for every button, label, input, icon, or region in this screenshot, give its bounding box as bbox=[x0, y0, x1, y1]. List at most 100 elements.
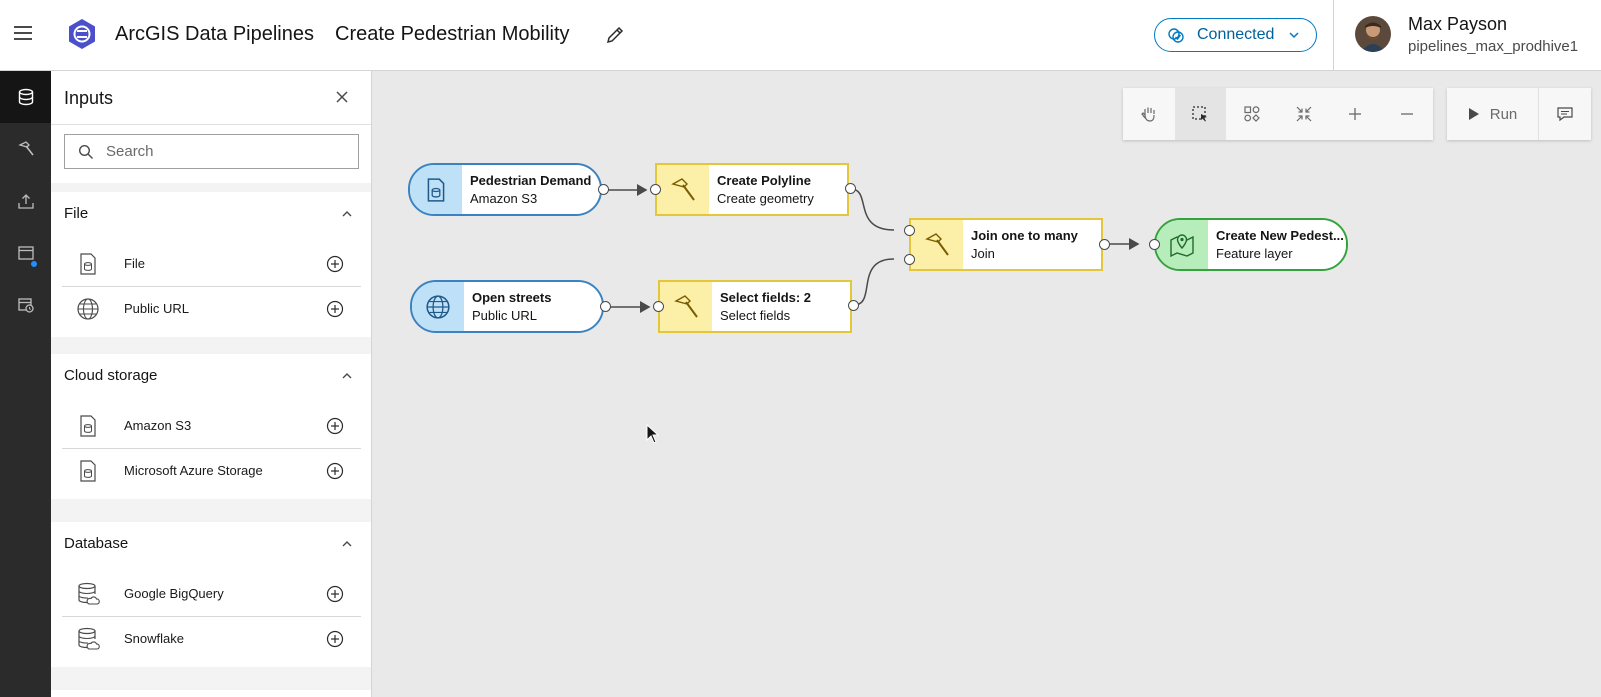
section-cloud-storage-header[interactable]: Cloud storage bbox=[51, 354, 371, 399]
section-database-header[interactable]: Database bbox=[51, 522, 371, 567]
list-item-azure-storage[interactable]: Microsoft Azure Storage bbox=[62, 449, 361, 494]
list-item-label: File bbox=[124, 256, 145, 271]
close-icon[interactable] bbox=[334, 89, 350, 105]
section-title: Database bbox=[64, 535, 129, 552]
section-file-header[interactable]: File bbox=[51, 192, 371, 237]
search-input[interactable] bbox=[106, 143, 346, 160]
app-header: ArcGIS Data Pipelines Create Pedestrian … bbox=[0, 0, 1601, 71]
section-cloud-storage: Cloud storage Amazon S3 Microsoft Azure … bbox=[51, 354, 371, 499]
add-circle-icon[interactable] bbox=[326, 300, 344, 318]
fit-to-view-button[interactable] bbox=[1278, 88, 1330, 140]
section-file: File File Public URL bbox=[51, 192, 371, 337]
section-more bbox=[51, 690, 371, 697]
node-title: Create Polyline bbox=[717, 173, 811, 188]
input-port[interactable] bbox=[1149, 239, 1160, 250]
node-create-polyline[interactable]: Create Polyline Create geometry bbox=[655, 163, 849, 216]
pan-tool-button[interactable] bbox=[1123, 88, 1175, 140]
pipeline-title: Create Pedestrian Mobility bbox=[335, 23, 570, 45]
link-select-to-join bbox=[853, 258, 895, 306]
node-text: Select fields: 2 Select fields bbox=[712, 282, 850, 331]
upload-icon bbox=[17, 194, 34, 209]
side-rail bbox=[0, 71, 51, 697]
select-icon bbox=[1192, 106, 1208, 122]
menu-icon[interactable] bbox=[14, 26, 32, 40]
file-database-icon bbox=[80, 460, 96, 482]
output-port[interactable] bbox=[600, 301, 611, 312]
map-pin-icon bbox=[1170, 233, 1194, 257]
node-open-streets[interactable]: Open streets Public URL bbox=[410, 280, 604, 333]
chevron-up-icon bbox=[342, 211, 352, 217]
connection-status-button[interactable]: Connected bbox=[1154, 18, 1317, 52]
node-title: Pedestrian Demand bbox=[470, 173, 592, 188]
app-logo-icon bbox=[69, 19, 95, 49]
rail-item-content[interactable] bbox=[0, 227, 51, 279]
output-port[interactable] bbox=[845, 183, 856, 194]
globe-icon bbox=[426, 294, 450, 319]
pan-icon bbox=[1141, 107, 1155, 122]
select-tool-button[interactable] bbox=[1174, 88, 1227, 140]
output-port[interactable] bbox=[1099, 239, 1110, 250]
input-port[interactable] bbox=[650, 184, 661, 195]
zoom-out-icon bbox=[1400, 113, 1413, 115]
list-item-file[interactable]: File bbox=[62, 242, 361, 287]
user-username: pipelines_max_prodhive1 bbox=[1408, 38, 1579, 55]
pipeline-canvas[interactable]: Pedestrian Demand Amazon S3 Open streets… bbox=[372, 71, 1601, 697]
mouse-cursor-icon bbox=[646, 424, 660, 444]
output-port[interactable] bbox=[598, 184, 609, 195]
play-icon bbox=[1468, 108, 1479, 120]
node-subtitle: Create geometry bbox=[717, 191, 814, 206]
input-port[interactable] bbox=[904, 225, 915, 236]
run-button[interactable]: Run bbox=[1447, 88, 1539, 140]
add-circle-icon[interactable] bbox=[326, 417, 344, 435]
app-name: ArcGIS Data Pipelines bbox=[115, 23, 314, 45]
zoom-in-button[interactable] bbox=[1329, 88, 1381, 140]
list-item-amazon-s3[interactable]: Amazon S3 bbox=[62, 404, 361, 449]
node-icon bbox=[660, 282, 712, 331]
globe-icon bbox=[77, 298, 99, 320]
add-circle-icon[interactable] bbox=[326, 630, 344, 648]
section-title: File bbox=[64, 205, 89, 222]
zoom-out-button[interactable] bbox=[1381, 88, 1433, 140]
node-icon bbox=[911, 220, 963, 269]
list-item-google-bigquery[interactable]: Google BigQuery bbox=[62, 572, 361, 617]
node-pedestrian-demand[interactable]: Pedestrian Demand Amazon S3 bbox=[408, 163, 602, 216]
node-select-fields[interactable]: Select fields: 2 Select fields bbox=[658, 280, 852, 333]
input-port[interactable] bbox=[904, 254, 915, 265]
calendar-clock-icon bbox=[17, 298, 34, 313]
add-circle-icon[interactable] bbox=[326, 585, 344, 603]
node-create-new-pedestrian[interactable]: Create New Pedest... Feature layer bbox=[1154, 218, 1348, 271]
node-icon bbox=[657, 165, 709, 214]
database-cloud-icon bbox=[78, 627, 100, 650]
node-title: Join one to many bbox=[971, 228, 1078, 243]
list-item-public-url[interactable]: Public URL bbox=[62, 287, 361, 332]
node-subtitle: Amazon S3 bbox=[470, 191, 538, 206]
rail-item-outputs[interactable] bbox=[0, 175, 51, 227]
rail-item-schedule[interactable] bbox=[0, 279, 51, 331]
hammer-icon bbox=[674, 294, 698, 318]
file-database-icon bbox=[427, 177, 445, 202]
zoom-in-icon bbox=[1349, 108, 1362, 120]
rail-item-inputs[interactable] bbox=[0, 71, 51, 123]
input-port[interactable] bbox=[653, 301, 664, 312]
search-icon bbox=[78, 144, 93, 159]
node-text: Join one to many Join bbox=[963, 220, 1101, 269]
avatar[interactable] bbox=[1355, 16, 1391, 52]
search-area bbox=[51, 125, 371, 183]
node-subtitle: Select fields bbox=[720, 308, 791, 323]
node-text: Pedestrian Demand Amazon S3 bbox=[462, 165, 600, 214]
add-circle-icon[interactable] bbox=[326, 462, 344, 480]
auto-layout-button[interactable] bbox=[1226, 88, 1278, 140]
output-port[interactable] bbox=[848, 300, 859, 311]
rail-item-tools[interactable] bbox=[0, 123, 51, 175]
comments-button[interactable] bbox=[1539, 88, 1591, 140]
user-name: Max Payson bbox=[1408, 14, 1508, 34]
node-icon bbox=[410, 165, 462, 214]
add-circle-icon[interactable] bbox=[326, 255, 344, 273]
pencil-icon[interactable] bbox=[605, 25, 625, 45]
list-item-snowflake[interactable]: Snowflake bbox=[62, 617, 361, 662]
notification-badge bbox=[30, 260, 38, 268]
chevron-down-icon bbox=[1289, 32, 1299, 39]
search-field[interactable] bbox=[64, 134, 359, 169]
node-join-one-to-many[interactable]: Join one to many Join bbox=[909, 218, 1103, 271]
file-database-icon bbox=[80, 253, 96, 275]
